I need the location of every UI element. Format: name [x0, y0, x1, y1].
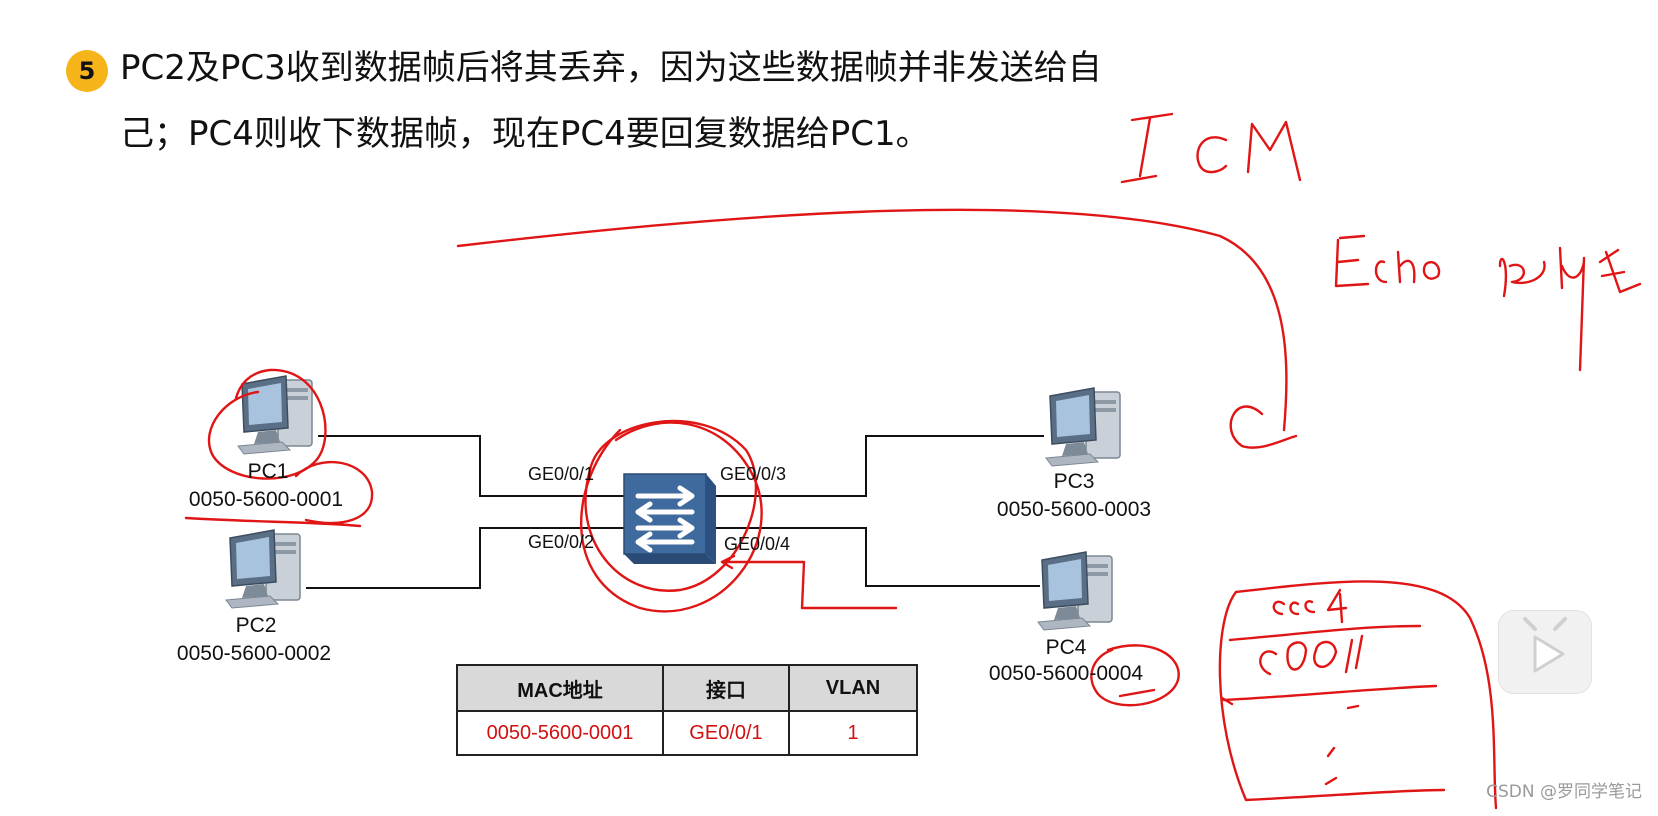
table-header-vlan: VLAN	[788, 664, 918, 712]
pc2-mac: 0050-5600-0002	[176, 642, 332, 665]
annotation-icm	[1120, 112, 1302, 184]
annotation-pc1-circle	[207, 368, 327, 480]
port-label-ge004: GE0/0/4	[724, 534, 791, 554]
table-header-row: MAC地址 接口 VLAN	[456, 664, 918, 712]
link-pc4-ge004	[712, 527, 1040, 587]
annotation-ge004-arrow	[720, 554, 898, 610]
handwritten-annotations	[184, 112, 1642, 810]
annotation-switch-circle-2	[584, 419, 758, 592]
annotation-return-arc	[456, 208, 1298, 449]
pc3-mac: 0050-5600-0003	[996, 498, 1152, 521]
annotation-echo-reply	[1334, 234, 1642, 372]
annotation-mac-table-box	[1218, 580, 1498, 810]
pc2-name: PC2	[235, 614, 277, 637]
annotation-mac1-underline	[184, 516, 362, 528]
pc1-computer-icon	[237, 375, 313, 455]
port-label-ge002: GE0/0/2	[528, 532, 595, 552]
table-header-mac: MAC地址	[456, 664, 664, 712]
table-cell-vlan: 1	[788, 710, 918, 756]
annotation-mac4-circle	[1090, 644, 1180, 707]
mac-address-table: MAC地址 接口 VLAN 0050-5600-0001 GE0/0/1 1	[456, 664, 918, 756]
pc3-name: PC3	[1053, 470, 1095, 493]
pc1-name: PC1	[247, 460, 289, 483]
pc2-computer-icon	[225, 529, 301, 609]
video-play-button[interactable]	[1498, 610, 1592, 694]
table-row: 0050-5600-0001 GE0/0/1 1	[456, 710, 918, 756]
switch-icon	[623, 473, 716, 564]
pc1-mac: 0050-5600-0001	[188, 488, 344, 511]
play-icon	[1523, 617, 1567, 673]
table-cell-port: GE0/0/1	[662, 710, 790, 756]
pc4-name: PC4	[1045, 636, 1087, 659]
port-label-ge001: GE0/0/1	[528, 464, 595, 484]
watermark: CSDN @罗同学笔记	[1486, 782, 1642, 802]
annotation-switch-circle-1	[580, 421, 763, 613]
annotation-mac1-circle	[294, 460, 374, 525]
table-header-port: 接口	[662, 664, 790, 712]
port-label-ge003: GE0/0/3	[720, 464, 787, 484]
annotation-handwritten-0001	[1259, 634, 1364, 676]
link-pc1-ge001	[318, 435, 624, 497]
table-cell-mac: 0050-5600-0001	[456, 710, 664, 756]
pc4-mac: 0050-5600-0004	[988, 662, 1144, 685]
pc4-computer-icon	[1037, 551, 1113, 631]
network-links	[306, 435, 1044, 589]
link-pc3-ge003	[712, 435, 1044, 497]
link-pc2-ge002	[306, 527, 624, 589]
pc3-computer-icon	[1045, 387, 1121, 467]
heading-line-1: PC2及PC3收到数据帧后将其丢弃，因为这些数据帧并非发送给自	[120, 48, 1102, 88]
annotation-small-marks	[1220, 696, 1360, 786]
step-number-badge: 5	[66, 50, 108, 92]
heading-line-2: 己；PC4则收下数据帧，现在PC4要回复数据给PC1。	[120, 114, 930, 154]
annotation-handwritten-0004	[1272, 588, 1348, 624]
